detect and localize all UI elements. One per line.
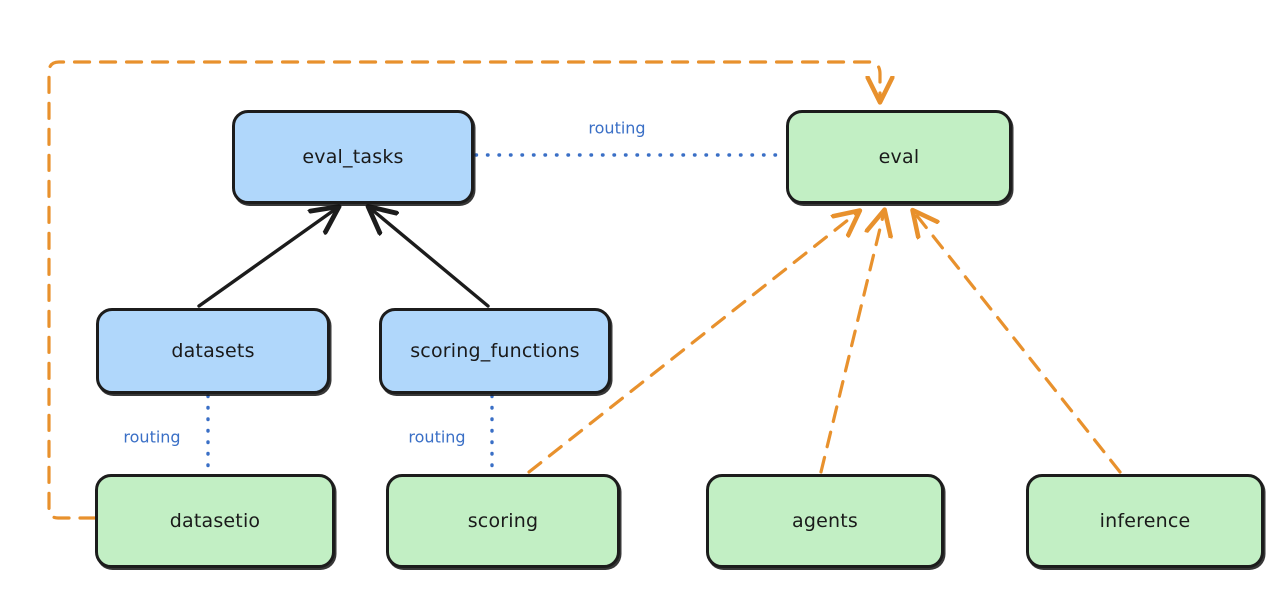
node-label-inference: inference [1099,509,1191,532]
node-label-eval: eval [878,145,920,168]
edge-datasetio-to-eval [47,60,880,520]
edge-label-routing-eval: routing [588,118,646,138]
node-label-agents: agents [792,509,858,532]
node-inference[interactable]: inference [1026,474,1264,568]
edge-scoring_functions-to-eval_tasks [370,208,490,308]
node-label-datasetio: datasetio [169,509,261,532]
edge-inference-to-eval [914,212,1122,474]
node-scoring-functions[interactable]: scoring_functions [379,308,611,394]
edge-datasets-to-eval_tasks [197,208,337,308]
edge-label-routing-scoring: routing [408,427,466,447]
node-agents[interactable]: agents [706,474,944,568]
node-datasetio[interactable]: datasetio [95,474,335,568]
node-label-datasets: datasets [171,339,255,362]
edge-label-routing-datasets: routing [123,427,181,447]
node-eval-tasks[interactable]: eval_tasks [232,110,474,204]
node-label-scoring-functions: scoring_functions [410,339,580,362]
node-eval[interactable]: eval [786,110,1012,204]
node-label-eval-tasks: eval_tasks [302,145,404,168]
edge-scoring-to-eval [527,212,858,474]
node-scoring[interactable]: scoring [386,474,620,568]
node-datasets[interactable]: datasets [96,308,330,394]
node-label-scoring: scoring [467,509,539,532]
edge-agents-to-eval [819,212,884,474]
